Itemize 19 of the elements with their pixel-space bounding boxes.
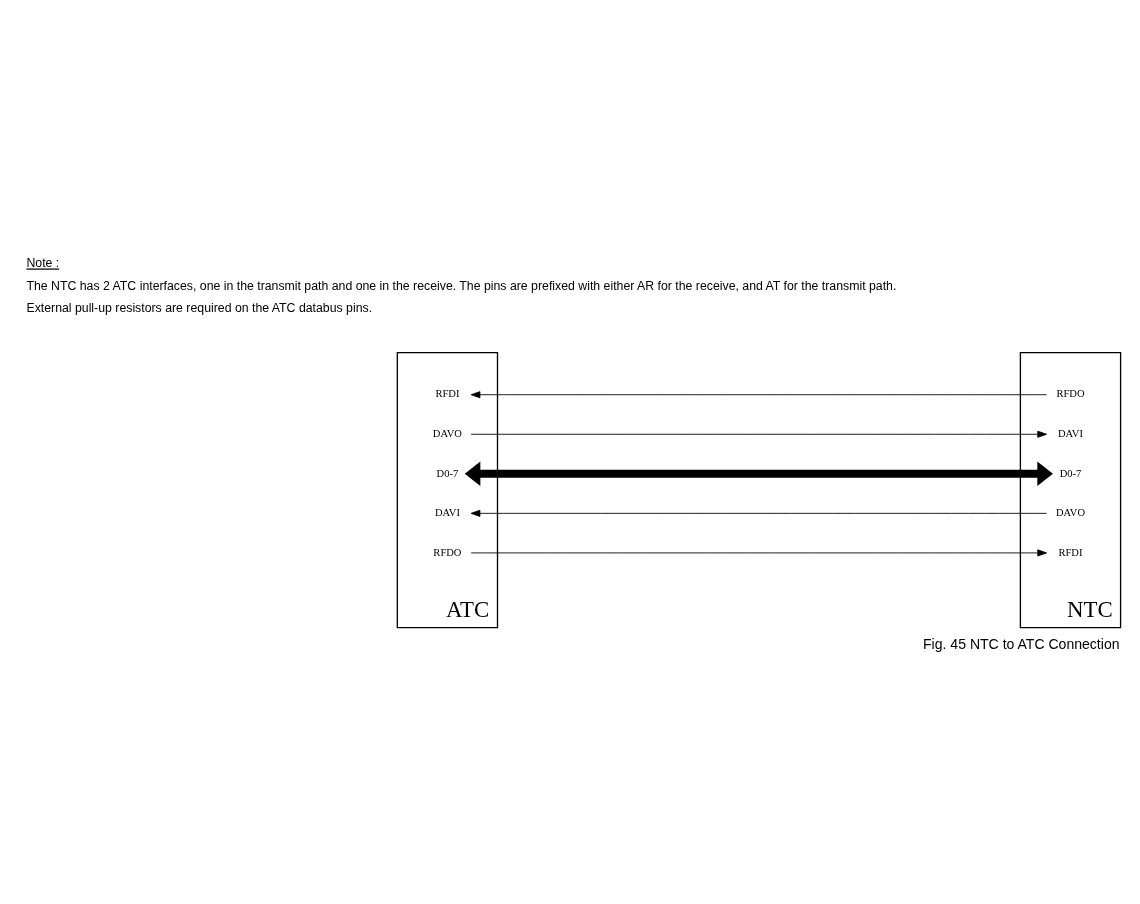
node-text: RFDO [1056, 387, 1085, 399]
node-text: DAVO [432, 427, 462, 439]
arrow [470, 509, 1047, 517]
node-text: RFDO [433, 546, 462, 558]
node-text: DAVO [1055, 506, 1086, 518]
label: External pull-up resistors are required on the ATC databus pins. [26, 300, 373, 315]
label: Note : [26, 255, 60, 270]
node-text: DAVI [1058, 427, 1083, 439]
node-text: D0-7 [436, 467, 459, 479]
arrow [470, 548, 1047, 556]
node-text: D0-7 [1059, 467, 1082, 479]
arrow [464, 461, 1053, 486]
caption: Fig. 45 NTC to ATC Connection [923, 635, 1120, 652]
node-text: RFDI [1058, 546, 1083, 558]
node-text: DAVI [434, 506, 460, 518]
arrow [470, 430, 1047, 438]
node-text: RFDI [435, 387, 460, 399]
label: The NTC has 2 ATC interfaces, one in the transmit path and one in the receive. The pins are prefixed with either AR for the receive, and AT for the transmit path. [26, 278, 897, 293]
arrow [470, 390, 1047, 398]
